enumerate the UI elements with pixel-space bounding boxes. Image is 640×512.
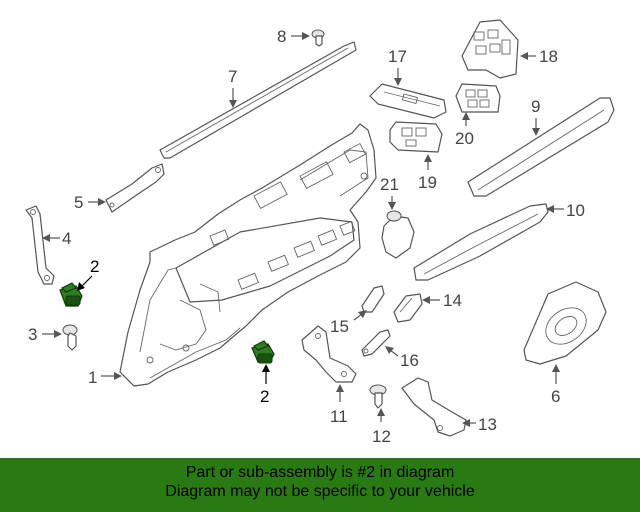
callout-5: 5 xyxy=(74,193,106,212)
highlight-banner: Part or sub-assembly is #2 in diagram Di… xyxy=(0,458,640,512)
callout-11-label: 11 xyxy=(330,407,348,426)
callout-10-label: 10 xyxy=(566,201,585,220)
armrest-trim-part-10 xyxy=(413,203,549,281)
callout-17-label: 17 xyxy=(388,47,407,66)
callout-6: 6 xyxy=(551,364,560,406)
callout-12: 12 xyxy=(372,408,391,446)
callout-7: 7 xyxy=(228,67,237,108)
screw-part-3 xyxy=(62,324,78,351)
trim-strip-part-9 xyxy=(467,97,615,197)
callout-11: 11 xyxy=(330,384,348,426)
callout-19: 19 xyxy=(418,154,437,192)
callout-14-label: 14 xyxy=(443,291,462,310)
callout-21-label: 21 xyxy=(380,175,399,194)
callout-2-bottom-label: 2 xyxy=(260,387,269,406)
callout-5-label: 5 xyxy=(74,193,83,212)
callout-2-bottom: 2 xyxy=(260,364,270,406)
bracket-part-13 xyxy=(401,377,467,437)
bezel-part-17 xyxy=(369,83,447,119)
parts-diagram: 1 2 2 3 4 xyxy=(25,19,615,446)
bracket-part-11 xyxy=(301,325,357,383)
callout-13-label: 13 xyxy=(478,415,497,434)
callout-17: 17 xyxy=(388,47,407,86)
callout-12-label: 12 xyxy=(372,427,391,446)
callout-10: 10 xyxy=(546,201,585,220)
callout-4-label: 4 xyxy=(62,229,71,248)
callout-15: 15 xyxy=(330,310,367,336)
clip-highlighted-left xyxy=(59,282,83,307)
clip-highlighted-right xyxy=(251,340,275,364)
banner-line-2: Diagram may not be specific to your vehi… xyxy=(165,483,475,500)
callout-9: 9 xyxy=(531,97,540,136)
screw-part-12 xyxy=(369,384,387,409)
switch-part-20 xyxy=(455,83,501,113)
callout-19-label: 19 xyxy=(418,173,437,192)
door-trim-panel xyxy=(119,123,377,387)
callout-13: 13 xyxy=(462,415,497,434)
callout-18-label: 18 xyxy=(539,47,558,66)
clip-part-8 xyxy=(311,29,325,47)
connector-part-16 xyxy=(361,329,391,357)
bulb-part-15 xyxy=(361,285,385,313)
switch-part-19 xyxy=(389,121,443,153)
callout-20: 20 xyxy=(455,112,474,148)
callout-9-label: 9 xyxy=(531,97,540,116)
speaker-grille-part-6 xyxy=(523,281,607,365)
callout-20-label: 20 xyxy=(455,129,474,148)
callout-1: 1 xyxy=(88,368,122,387)
callout-2-top: 2 xyxy=(77,257,99,291)
callout-4: 4 xyxy=(42,229,71,248)
callout-18: 18 xyxy=(520,47,558,66)
callout-6-label: 6 xyxy=(551,387,560,406)
bracket-part-5 xyxy=(105,163,165,213)
callout-8: 8 xyxy=(277,27,310,46)
master-switch-part-18 xyxy=(461,19,519,79)
mirror-switch-part-21 xyxy=(381,210,415,259)
belt-molding-part-7 xyxy=(159,41,357,159)
banner-line-1: Part or sub-assembly is #2 in diagram xyxy=(185,464,455,481)
callout-16-label: 16 xyxy=(400,351,419,370)
bracket-part-4 xyxy=(25,205,55,285)
callout-7-label: 7 xyxy=(228,67,237,86)
callout-21: 21 xyxy=(380,175,399,210)
callout-3: 3 xyxy=(28,325,62,344)
callout-15-label: 15 xyxy=(330,317,349,336)
callout-16: 16 xyxy=(385,346,419,370)
callout-14: 14 xyxy=(422,291,462,310)
callout-2-top-label: 2 xyxy=(90,257,99,276)
callout-8-label: 8 xyxy=(277,27,286,46)
module-part-14 xyxy=(393,293,423,323)
callout-3-label: 3 xyxy=(28,325,37,344)
callout-1-label: 1 xyxy=(88,368,97,387)
